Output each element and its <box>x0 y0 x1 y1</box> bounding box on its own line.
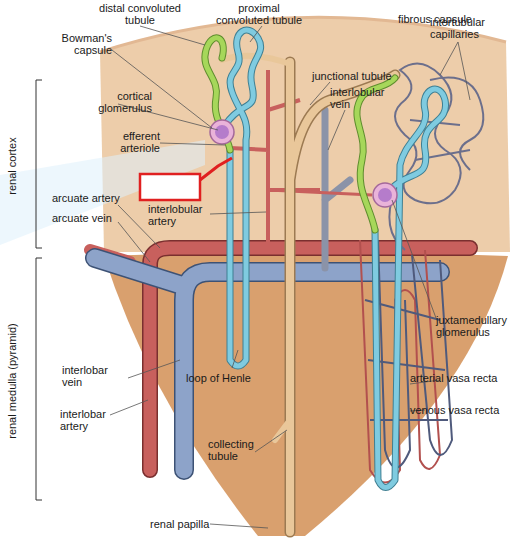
part-label: interlobar artery <box>60 408 120 432</box>
cortex-bracket <box>36 80 42 248</box>
jm-proximal-tubule <box>375 89 446 487</box>
leader-line <box>210 524 268 528</box>
leader-line <box>118 222 150 262</box>
part-label: arterial vasa recta <box>410 372 520 384</box>
answer-box <box>140 158 232 200</box>
distal-convoluted-tubule <box>205 38 230 150</box>
brackets <box>36 80 42 500</box>
part-label: renal papilla <box>150 518 230 530</box>
leader-line <box>440 42 470 100</box>
leader-line <box>232 350 238 368</box>
medulla-tissue <box>104 252 508 536</box>
part-label: interlobular artery <box>148 203 212 227</box>
part-label: interlobar vein <box>62 364 128 388</box>
proximal-convoluted-tubule <box>226 30 261 366</box>
part-label: Bowman's capsule <box>46 32 112 56</box>
renal-wedge <box>0 17 510 536</box>
leader-line <box>140 26 205 45</box>
part-label: arcuate artery <box>52 192 142 204</box>
part-label: collecting tubule <box>208 438 268 462</box>
leader-line <box>210 212 266 214</box>
afferent-arteriole <box>268 190 372 195</box>
part-label: junctional tubule <box>312 70 422 82</box>
jm-proximal-outline <box>375 89 446 487</box>
part-label: distal convoluted tubule <box>96 2 184 26</box>
part-label: arcuate vein <box>52 212 142 224</box>
part-label: cortical glomerulus <box>86 90 152 114</box>
answer-pointer <box>200 158 232 180</box>
juxtamedullary-glomerulus <box>378 188 392 202</box>
leader-line <box>110 400 148 415</box>
part-label: juxtamedullary glomerulus <box>436 314 520 338</box>
cortical-nephron <box>205 30 261 366</box>
leader-lines <box>110 26 470 528</box>
bowmans-capsule <box>210 120 234 144</box>
juxtamedullary-nephron <box>357 78 446 488</box>
jm-distal-outline <box>357 78 395 230</box>
part-label: renal medulla (pyramid) <box>6 316 18 446</box>
part-label: efferent arteriole <box>104 130 160 154</box>
medulla-bracket <box>36 258 42 500</box>
leader-line <box>160 143 225 145</box>
leader-line <box>250 26 262 42</box>
part-label: loop of Henle <box>186 372 286 384</box>
cortical-glomerulus <box>215 125 229 139</box>
part-label: renal cortex <box>6 121 18 211</box>
part-label: venous vasa recta <box>410 404 520 416</box>
empty-answer-box <box>140 174 200 200</box>
part-label: interlobular vein <box>330 86 400 110</box>
part-label: intertubular capillaries <box>430 16 510 40</box>
vein-outline <box>95 258 440 470</box>
arcuate-vein <box>95 258 440 470</box>
leader-line <box>392 200 436 318</box>
leader-line <box>310 82 330 105</box>
part-label: proximal convoluted tubule <box>214 2 304 26</box>
distal-tubule-outline <box>205 38 230 150</box>
leader-line <box>112 50 212 128</box>
light-beam <box>0 140 205 245</box>
leader-line <box>328 110 345 150</box>
leader-line <box>128 360 180 378</box>
jm-distal-tubule <box>357 78 395 230</box>
interlobular-vein <box>325 110 350 268</box>
leader-line <box>255 430 287 452</box>
proximal-tubule-outline <box>226 30 261 366</box>
